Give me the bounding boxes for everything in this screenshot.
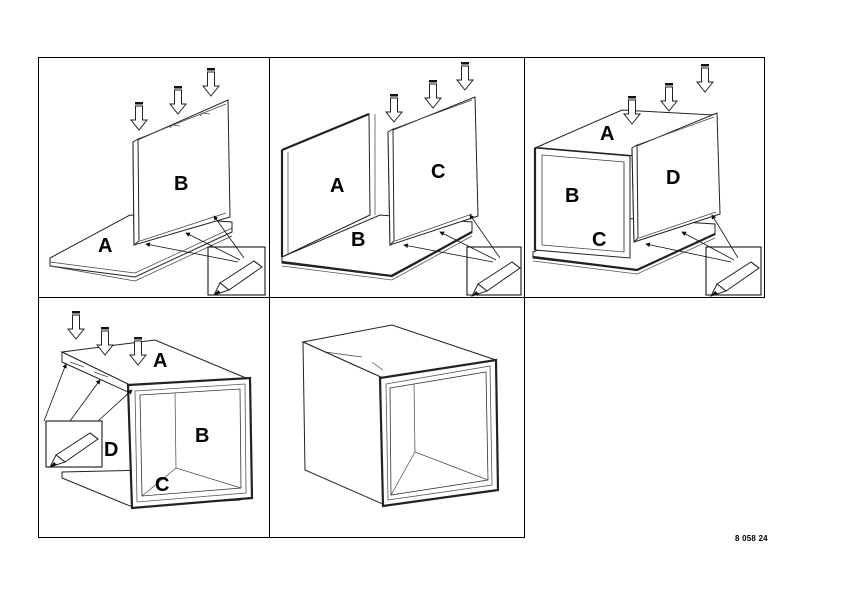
panel-1: B A: [49, 67, 266, 296]
reference-code: 8 058 24: [735, 534, 768, 543]
panel-5-frame: [269, 297, 525, 538]
panel-4-label-c: C: [155, 474, 169, 496]
panel-4-label-a: A: [153, 350, 167, 372]
panel-4-label-b: B: [195, 425, 209, 447]
panel-1-label-a: A: [98, 235, 112, 257]
panel-3-label-a: A: [600, 123, 614, 145]
panel-3-label-b: B: [565, 185, 579, 207]
panel-2-label-a: A: [330, 175, 344, 197]
panel-4: A B D C: [43, 310, 254, 510]
panel-3-label-c: C: [592, 229, 606, 251]
panel-3-frame: [524, 57, 765, 298]
panel-2-label-c: C: [431, 161, 445, 183]
panel-4-label-d: D: [104, 439, 118, 461]
panel-2-label-b: B: [351, 229, 365, 251]
panel-3-label-d: D: [666, 167, 680, 189]
panel-1-label-b: B: [174, 173, 188, 195]
panel-2: A C B: [280, 61, 522, 297]
panel-3: A B D C: [532, 63, 762, 297]
panel-5: [301, 324, 500, 508]
